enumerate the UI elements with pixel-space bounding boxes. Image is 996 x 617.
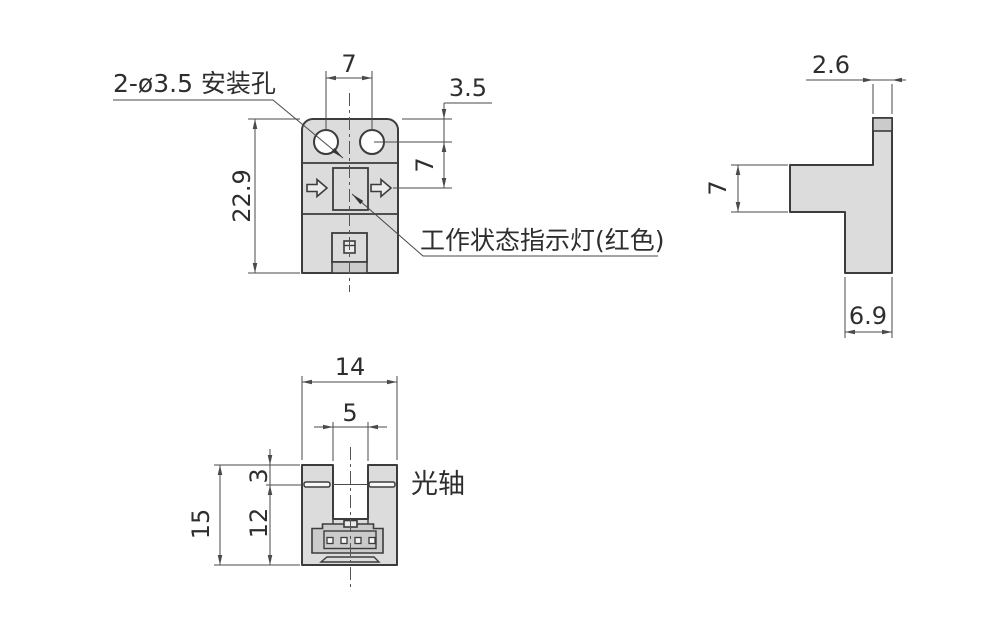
- front-view: 7 22.9 3.5 7 2-ø3.5 安装孔 工作状态指示灯(红色): [113, 50, 665, 292]
- connector-pin-4: [368, 536, 376, 545]
- mounting-holes-leader: [113, 99, 344, 159]
- dim-arrowhead: [735, 202, 741, 212]
- connector-pin-3: [354, 536, 362, 545]
- dim-arrowhead: [368, 424, 378, 430]
- lens-mark-left: [303, 481, 331, 488]
- dim-arrowhead: [387, 379, 397, 385]
- connector-pin-1: [326, 536, 334, 545]
- optical-axis-label: 光轴: [411, 469, 465, 500]
- lens-mark-right: [368, 481, 396, 488]
- dim-arrowhead: [217, 465, 223, 475]
- connector-pin-2: [340, 536, 348, 545]
- dim-arrowhead: [892, 77, 902, 83]
- dim-overall-width: 14: [335, 353, 366, 381]
- dim-arm-height: 7: [704, 180, 732, 195]
- dim-arrowhead: [217, 555, 223, 565]
- mounting-holes-label: 2-ø3.5 安装孔: [113, 69, 276, 98]
- side-cap: [872, 117, 893, 132]
- dim-overall-height: 22.9: [228, 169, 256, 222]
- dim-arrowhead: [252, 263, 258, 273]
- dim-axis-to-bottom: 12: [245, 508, 273, 539]
- dim-hole-to-indicator: 7: [411, 157, 439, 172]
- dim-arrowhead: [882, 329, 892, 335]
- dim-arrowhead: [362, 75, 372, 81]
- dim-arrowhead: [845, 329, 855, 335]
- connector-bottom-slot: [319, 556, 381, 563]
- dim-hole-top-offset: 3.5: [449, 74, 487, 102]
- leader-arrowhead: [331, 148, 343, 158]
- direction-arrow-left-icon: [306, 177, 329, 199]
- dim-arrowhead: [863, 77, 873, 83]
- dim-hole-spacing: 7: [341, 50, 356, 78]
- leader-arrowhead: [352, 194, 364, 205]
- dim-bottom-overall-height: 15: [187, 509, 215, 540]
- dim-axis-depth: 3: [245, 468, 273, 483]
- dim-arrowhead: [441, 178, 447, 188]
- dim-arrowhead: [252, 119, 258, 129]
- dim-arrowhead: [326, 75, 336, 81]
- side-body: [789, 117, 893, 274]
- direction-arrow-right-icon: [370, 177, 393, 199]
- dim-slot-width: 5: [342, 399, 357, 427]
- dim-arrowhead: [441, 109, 447, 119]
- dim-arrowhead: [302, 379, 312, 385]
- dim-arrowhead: [267, 455, 273, 465]
- dim-arrowhead: [735, 165, 741, 175]
- indicator-leader: [351, 193, 658, 257]
- side-view: 2.6 7 6.9: [704, 51, 906, 338]
- dim-arrowhead: [323, 424, 333, 430]
- bottom-view: 14 5 3 12 15 光轴: [187, 353, 465, 591]
- dim-arrowhead: [441, 142, 447, 152]
- dim-arrowhead: [267, 555, 273, 565]
- dim-bottom-width: 6.9: [849, 302, 887, 330]
- indicator-window: [332, 167, 369, 211]
- dim-arrowhead: [267, 485, 273, 495]
- indicator-label: 工作状态指示灯(红色): [420, 226, 665, 255]
- dim-top-width: 2.6: [812, 51, 850, 79]
